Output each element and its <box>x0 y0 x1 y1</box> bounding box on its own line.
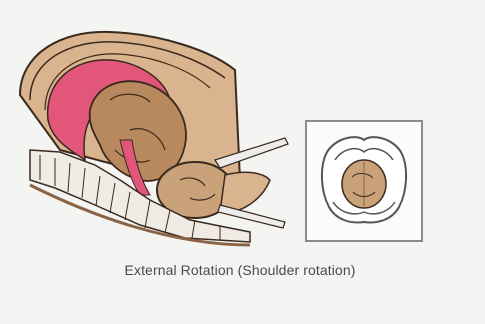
inset-illustration <box>307 122 421 240</box>
inset-frame <box>305 120 423 242</box>
birth-illustration <box>0 0 300 255</box>
figure-caption: External Rotation (Shoulder rotation) <box>60 262 420 278</box>
